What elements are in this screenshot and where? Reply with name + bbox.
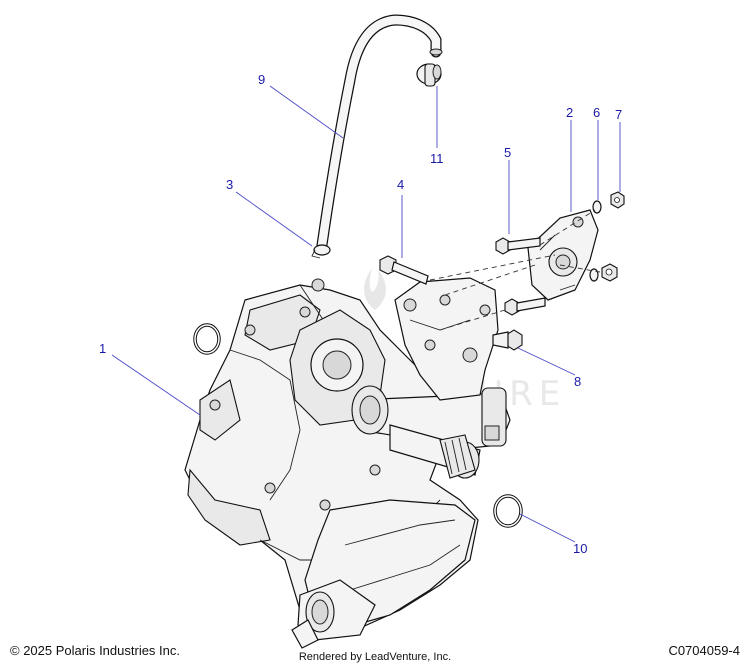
callout-labels: 1 2 3 4 5 6 7 8 9 10 11 [99,72,622,556]
output-shaft-upper [351,385,511,479]
callout-4[interactable]: 4 [397,177,404,192]
mounting-bracket [394,277,499,401]
bolt-4 [379,255,429,285]
o-ring-right [493,494,523,528]
hose-clamp-lower [311,244,331,259]
gearcase-housing [184,278,479,649]
assembly-lines [429,209,601,331]
callout-5[interactable]: 5 [504,145,511,160]
spline-stub [439,434,476,479]
hose-clamp-upper [416,63,442,87]
callout-11[interactable]: 11 [430,151,444,166]
bolt-5b [504,297,546,316]
bolt-5 [495,237,541,255]
callout-8[interactable]: 8 [574,374,581,389]
callout-6[interactable]: 6 [593,105,600,120]
drawing-id: C0704059-4 [668,643,740,658]
callout-1[interactable]: 1 [99,341,106,356]
callout-10[interactable]: 10 [573,541,587,556]
vent-hose [316,14,443,251]
output-shaft-lower [291,579,376,649]
nut-7 [601,191,625,282]
sensor-cover [527,209,599,301]
callout-9[interactable]: 9 [258,72,265,87]
leader-lines [111,85,621,543]
callout-7[interactable]: 7 [615,107,622,122]
callout-2[interactable]: 2 [566,105,573,120]
o-ring-left [193,323,221,355]
rendered-by-text: Rendered by LeadVenture, Inc. [298,651,452,663]
copyright-text: © 2025 Polaris Industries Inc. [10,643,180,658]
fitting-8 [492,329,523,351]
callout-3[interactable]: 3 [226,177,233,192]
